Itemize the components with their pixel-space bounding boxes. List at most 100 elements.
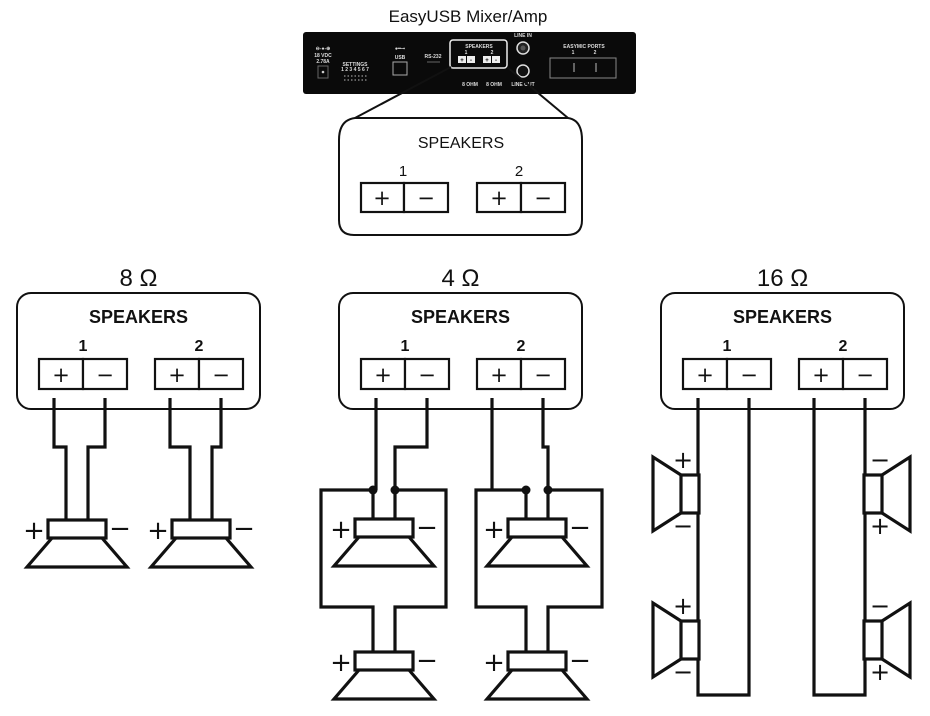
speaker-icon: +− <box>23 514 131 569</box>
speaker-plus-label: + <box>147 516 169 546</box>
svg-text:+: + <box>485 58 489 64</box>
diagram-title: EasyUSB Mixer/Amp <box>389 7 548 26</box>
speaker-cone <box>330 535 438 568</box>
svg-text:LINE IN: LINE IN <box>514 33 532 39</box>
wire-negative-return <box>696 398 751 697</box>
impedance-label: 8 Ω <box>120 265 158 292</box>
wire-parallel-positive <box>319 488 375 652</box>
terminal-minus <box>519 357 567 391</box>
callout-ch2-minus: − <box>534 186 552 210</box>
speaker-magnet <box>170 518 232 540</box>
channel-1-terminal: +− <box>359 357 451 391</box>
terminal-plus <box>153 357 201 391</box>
speaker-magnet <box>679 473 701 515</box>
speaker-magnet <box>353 517 415 539</box>
junction-dot <box>390 485 400 495</box>
speaker-plus-label: + <box>673 592 693 620</box>
terminal-plus-label: + <box>52 363 70 387</box>
callout-title: SPEAKERS <box>418 135 504 152</box>
svg-text:●━⊸: ●━⊸ <box>395 46 406 52</box>
junction-dot <box>543 485 553 495</box>
speaker-cone <box>651 454 682 534</box>
terminal-minus-label: − <box>740 363 758 387</box>
junction-dot <box>521 485 531 495</box>
speaker-magnet <box>862 619 884 661</box>
channel-1-label: 1 <box>79 338 88 355</box>
terminal-minus <box>403 357 451 391</box>
svg-text:SPEAKERS: SPEAKERS <box>465 44 493 50</box>
svg-text:1: 1 <box>572 50 575 56</box>
speaker-plus-label: + <box>870 658 890 686</box>
svg-text:8 OHM: 8 OHM <box>486 82 502 88</box>
speaker-icon: +− <box>651 592 701 686</box>
speaker-plus-label: + <box>483 648 505 678</box>
speaker-plus-label: + <box>870 512 890 540</box>
svg-text:⊖-●-⊕: ⊖-●-⊕ <box>316 46 331 52</box>
channel-1-label: 1 <box>401 338 410 355</box>
speaker-icon: +− <box>330 513 438 568</box>
svg-text:1: 1 <box>465 50 468 56</box>
speaker-minus-label: − <box>416 646 438 676</box>
svg-text:1 2 3 4 5 6 7: 1 2 3 4 5 6 7 <box>341 67 369 73</box>
speaker-cone <box>881 454 912 534</box>
speaker-plus-label: + <box>330 648 352 678</box>
amp-speaker-terminals: SPEAKERS 1 2 + - + - 8 OHM 8 OHM <box>449 39 508 88</box>
speaker-minus-label: − <box>870 446 890 474</box>
rs232-port: RS-232 <box>425 54 442 63</box>
terminal-minus-label: − <box>96 363 114 387</box>
wire-positive-return <box>812 398 867 697</box>
speaker-plus-label: + <box>673 446 693 474</box>
line-jacks: LINE IN LINE OUT <box>511 33 534 88</box>
speaker-magnet <box>506 650 568 672</box>
speaker-cone <box>330 668 438 701</box>
easymic-ports: EASYMIC PORTS 1 2 <box>549 44 617 79</box>
svg-text:18 VDC: 18 VDC <box>314 53 332 59</box>
svg-text:8 OHM: 8 OHM <box>462 82 478 88</box>
amp-rear-panel: ⊖-●-⊕ 18 VDC 2.78A SETTINGS 1 2 3 4 5 6 … <box>303 32 636 94</box>
speaker-minus-label: − <box>673 658 693 686</box>
svg-text:-: - <box>495 58 497 64</box>
impedance-label: 16 Ω <box>757 265 808 292</box>
speaker-icon: +− <box>330 646 438 701</box>
speaker-cone <box>651 600 682 680</box>
svg-text:2: 2 <box>491 50 494 56</box>
speaker-magnet <box>353 650 415 672</box>
impedance-label: 4 Ω <box>442 265 480 292</box>
speaker-cone <box>483 535 591 568</box>
junction-dot <box>368 485 378 495</box>
channel-2-terminal: +− <box>797 357 889 391</box>
channel-2-terminal: +− <box>475 357 567 391</box>
speaker-minus-label: − <box>109 514 131 544</box>
svg-text:USB: USB <box>395 55 406 61</box>
speaker-plus-label: + <box>330 515 352 545</box>
speaker-minus-label: − <box>569 646 591 676</box>
terminal-minus <box>81 357 129 391</box>
terminal-minus-label: − <box>418 363 436 387</box>
speaker-magnet <box>862 473 884 515</box>
wire-parallel-positive <box>474 488 528 652</box>
speaker-magnet <box>679 619 701 661</box>
callout-ch1-plus: + <box>373 186 391 210</box>
panel-title: SPEAKERS <box>89 307 188 327</box>
panel-title: SPEAKERS <box>411 307 510 327</box>
speaker-minus-label: − <box>569 513 591 543</box>
speaker-icon: −+ <box>862 592 912 686</box>
terminal-minus-label: − <box>534 363 552 387</box>
power-jack: ⊖-●-⊕ 18 VDC 2.78A <box>314 46 332 79</box>
terminal-minus-label: − <box>212 363 230 387</box>
terminal-plus-label: + <box>490 363 508 387</box>
speaker-icon: −+ <box>862 446 912 540</box>
speaker-icon: +− <box>651 446 701 540</box>
terminal-plus-label: + <box>696 363 714 387</box>
wire-parallel-negative <box>393 488 448 652</box>
speaker-magnet <box>506 517 568 539</box>
speaker-icon: +− <box>147 514 255 569</box>
svg-text:RS-232: RS-232 <box>425 54 442 60</box>
usb-port: ●━⊸ USB <box>392 46 408 76</box>
channel-2-label: 2 <box>839 338 848 355</box>
speaker-plus-label: + <box>23 516 45 546</box>
settings-dip-switches: SETTINGS 1 2 3 4 5 6 7 <box>341 62 369 81</box>
